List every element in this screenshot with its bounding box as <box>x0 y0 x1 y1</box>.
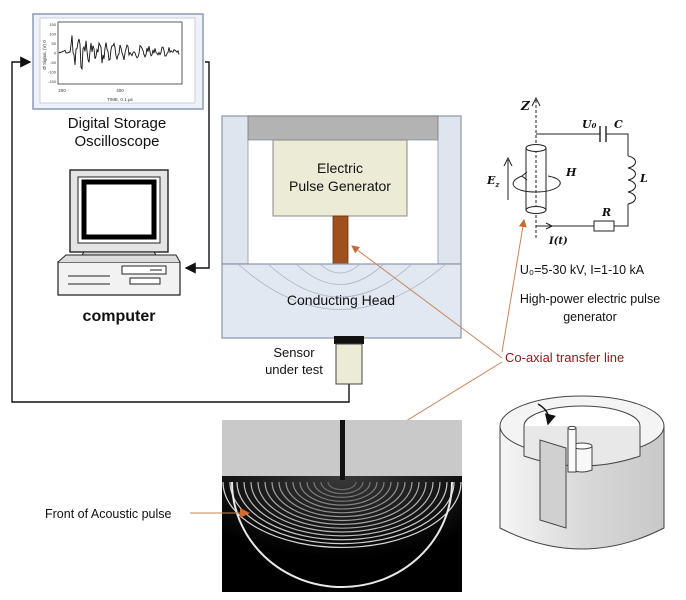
circuit-caption-line1: High-power electric pulse <box>520 292 660 306</box>
circuit-labels: Z U₀ C L R H Ez I(t) <box>486 99 648 247</box>
inductor-label: L <box>639 172 648 185</box>
generator-label-line2: Pulse Generator <box>289 178 391 194</box>
oscilloscope-title-line1: Digital Storage <box>68 115 166 132</box>
acoustic-image <box>222 420 462 592</box>
acoustic-wavefront <box>278 481 406 518</box>
acoustic-wavefront <box>306 481 378 502</box>
sensor-label-line2: under test <box>265 362 323 377</box>
resistor <box>593 220 615 232</box>
oscilloscope-xtick: 200 <box>58 88 66 93</box>
acoustic-wavefront <box>285 481 399 514</box>
acoustic-wavefront <box>271 481 413 522</box>
pulse-generator-assembly <box>221 115 462 385</box>
capacitor-label: C <box>614 118 623 131</box>
generator-box <box>272 139 408 217</box>
acoustic-front-label: Front of Acoustic pulse <box>45 507 172 521</box>
circuit-schematic <box>503 96 636 238</box>
acoustic-wavefronts <box>222 481 462 588</box>
coax-cylinder-cutaway <box>499 395 665 550</box>
current-label: I(t) <box>548 236 568 247</box>
acoustic-wavefront <box>313 481 371 498</box>
signal-wires <box>11 56 350 403</box>
computer-icon <box>57 169 181 296</box>
coax-pointer-to-rod <box>351 245 503 359</box>
generator-top-plate <box>247 115 439 141</box>
oscilloscope-yticks: 150 100 50 0 -50 -100 -150 <box>48 22 57 84</box>
circuit-caption-line2: generator <box>563 310 617 324</box>
sensor-label-line1: Sensor <box>273 345 315 360</box>
acoustic-wavefront-outer <box>231 481 453 588</box>
acoustic-wavefront <box>264 481 420 525</box>
magnetic-field-arrow <box>512 175 561 193</box>
sensor-to-oscilloscope-wire <box>11 56 350 403</box>
acoustic-wavefront <box>250 481 434 533</box>
cylinder-pointer-arrow <box>537 403 556 426</box>
acoustic-wavefront <box>257 481 427 529</box>
acoustic-source-rod <box>340 420 345 480</box>
acoustic-wavefront <box>243 481 441 537</box>
oscilloscope-to-computer-wire <box>184 61 210 274</box>
sensor-cap <box>334 336 364 344</box>
electric-field-label: Ez <box>486 174 500 189</box>
oscilloscope-ytick: -50 <box>50 60 57 65</box>
computer-label: computer <box>83 308 156 325</box>
oscilloscope-xtick: 400 <box>116 88 124 93</box>
sensor-body <box>335 343 363 385</box>
circuit-parameters: U₀=5-30 kV, I=1-10 kA <box>520 263 645 277</box>
conducting-head-label: Conducting Head <box>287 292 395 308</box>
coax-label: Co-axial transfer line <box>505 350 624 365</box>
acoustic-wavefront <box>236 481 448 541</box>
oscilloscope-ytick: 0 <box>54 51 57 56</box>
oscilloscope-ytick: 100 <box>49 32 56 37</box>
oscilloscope-ytick: 150 <box>49 22 56 27</box>
conducting-head <box>221 263 462 339</box>
acoustic-wavefront <box>327 481 357 491</box>
oscilloscope: 150 100 50 0 -50 -100 -150 200 400 Ø Signal, (V… <box>32 13 204 110</box>
u0-label: U₀ <box>582 118 597 131</box>
generator-electrode-rod <box>332 215 349 267</box>
magnetic-field-label: H <box>565 166 577 179</box>
oscilloscope-plot-area <box>57 21 183 85</box>
oscilloscope-ytick: 50 <box>52 41 57 46</box>
acoustic-wavefront <box>320 481 364 495</box>
acoustic-front-arrow-icon <box>240 508 250 518</box>
inductor-coil <box>627 155 636 205</box>
oscilloscope-ytick: -100 <box>48 70 57 75</box>
z-axis-label: Z <box>520 99 531 113</box>
oscilloscope-trace <box>58 35 180 71</box>
resistor-label: R <box>601 206 611 219</box>
oscilloscope-title-line2: Oscilloscope <box>74 133 159 150</box>
conductor-cylinder-top <box>525 144 547 152</box>
generator-label-line1: Electric <box>317 160 363 176</box>
coax-pointer-to-circuit <box>501 219 527 353</box>
acoustic-wavefront <box>299 481 385 506</box>
oscilloscope-yaxis-label: Ø Signal, (V) 0 <box>42 40 47 70</box>
acoustic-wavefront <box>292 481 392 510</box>
oscilloscope-xaxis-label: TIME, 0.1 µs <box>107 97 133 102</box>
oscilloscope-xticks: 200 400 <box>58 88 124 93</box>
oscilloscope-ytick: -150 <box>48 79 57 84</box>
